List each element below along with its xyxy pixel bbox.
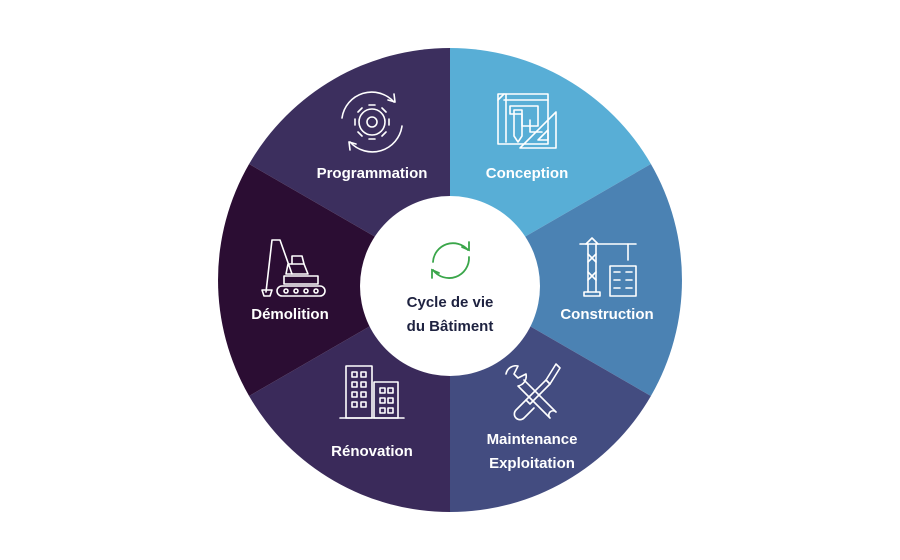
segment-demolition: [218, 164, 450, 396]
gear-cycle-icon: [341, 91, 403, 153]
blueprint-icon: [497, 93, 557, 149]
label-construction: Construction: [560, 306, 653, 323]
recycle-arrows-icon: [431, 241, 470, 279]
center-title-line2: du Bâtiment: [407, 318, 494, 335]
center-title-line1: Cycle de vie: [407, 294, 494, 311]
excavator-icon: [261, 239, 326, 297]
center-circle: [360, 196, 540, 376]
label-renovation: Rénovation: [331, 443, 413, 460]
segment-construction: [450, 164, 682, 396]
buildings-icon: [339, 365, 405, 419]
crane-icon: [579, 237, 637, 297]
tools-icon: [505, 363, 561, 421]
label-exploitation: Exploitation: [489, 455, 575, 472]
label-conception: Conception: [486, 165, 569, 182]
label-maintenance: Maintenance: [487, 431, 578, 448]
label-programmation: Programmation: [317, 165, 428, 182]
label-demolition: Démolition: [251, 306, 329, 323]
